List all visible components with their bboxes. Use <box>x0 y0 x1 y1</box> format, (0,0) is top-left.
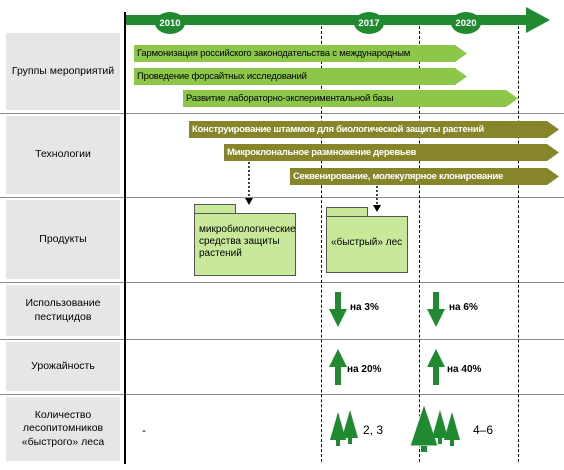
nurseries-2017-value: 2, 3 <box>363 423 384 437</box>
product-label-biocontrol: микробиологические средства защиты расте… <box>194 213 296 276</box>
row-separator <box>0 282 564 283</box>
yield-2020-value: на 40% <box>447 364 482 375</box>
row-label-nurseries: Количество лесопитомников «быстрого» лес… <box>6 397 120 461</box>
row-separator <box>0 113 564 114</box>
activity-bar-foresight: Проведение форсайтных исследований <box>134 68 467 85</box>
technology-bar-microclonal: Микроклональное размножение деревьев <box>224 144 559 161</box>
row-label-activity-groups: Группы мероприятий <box>6 33 120 110</box>
product-folder-biocontrol: микробиологические средства защиты расте… <box>194 204 296 276</box>
tree-icon <box>409 402 439 452</box>
technology-bar-sequencing: Секвенирование, молекулярное клонировани… <box>290 168 559 185</box>
up-arrow-icon <box>427 349 445 385</box>
tree-icon <box>342 410 358 444</box>
product-folder-fast-forest: «быстрый» лес <box>326 207 408 273</box>
timeline-end-dashed-line <box>518 26 519 462</box>
timeline-start-line <box>124 12 126 464</box>
row-label-yield: Урожайность <box>6 342 120 391</box>
tree-icon <box>432 410 448 444</box>
tree-icon <box>444 412 460 446</box>
folder-tab <box>326 207 368 218</box>
year-2010-marker: 2010 <box>155 12 185 34</box>
down-arrow-icon <box>427 292 445 327</box>
nurseries-2010-value: - <box>142 423 146 437</box>
down-arrow-icon <box>329 292 347 327</box>
year-2020-dashed-line <box>419 26 420 462</box>
row-label-pesticides: Использование пестицидов <box>6 285 120 336</box>
row-separator <box>0 394 564 395</box>
timeline-arrow <box>124 7 550 33</box>
product-label-fast-forest: «быстрый» лес <box>326 216 408 273</box>
year-2020-marker: 2020 <box>451 12 481 34</box>
pesticides-2020-value: на 6% <box>449 302 478 313</box>
activity-bar-legislation: Гармонизация российского законодательств… <box>134 45 467 62</box>
activity-bar-laboratory: Развитие лабораторно-экспериментальной б… <box>183 90 518 107</box>
year-2017-marker: 2017 <box>354 12 384 34</box>
folder-tab <box>194 204 236 215</box>
row-label-products: Продукты <box>6 200 120 279</box>
row-label-technologies: Технологии <box>6 116 120 194</box>
tree-icon <box>330 412 346 446</box>
year-2017-dashed-line <box>321 26 322 462</box>
row-separator <box>0 197 564 198</box>
up-arrow-icon <box>329 349 347 385</box>
technology-bar-strains: Конструирование штаммов для биологическо… <box>189 121 559 138</box>
yield-2017-value: на 20% <box>347 364 382 375</box>
nurseries-2020-value: 4–6 <box>473 423 494 437</box>
pesticides-2017-value: на 3% <box>350 302 379 313</box>
row-separator <box>0 339 564 340</box>
